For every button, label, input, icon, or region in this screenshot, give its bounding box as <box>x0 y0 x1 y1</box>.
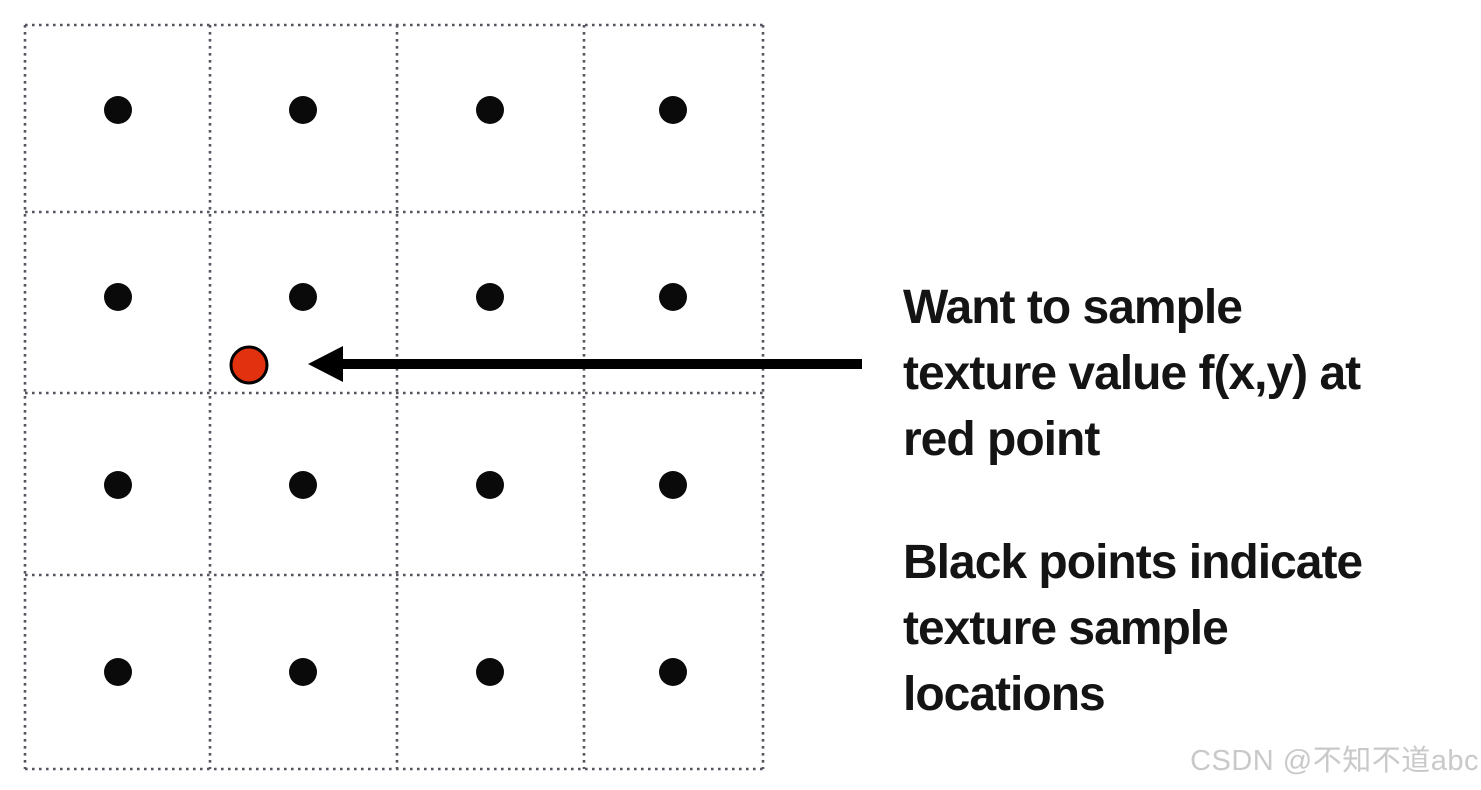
sample-point <box>289 471 317 499</box>
sample-point <box>659 471 687 499</box>
sample-point <box>659 283 687 311</box>
note-line: Want to sample <box>903 281 1243 334</box>
sample-point <box>476 96 504 124</box>
sample-point <box>289 658 317 686</box>
sample-point <box>104 96 132 124</box>
sample-point <box>659 96 687 124</box>
note-black-points: Black points indicate texture sample loc… <box>903 530 1363 728</box>
sample-point <box>476 471 504 499</box>
red-query-point <box>229 345 269 385</box>
sample-point <box>104 283 132 311</box>
sample-point <box>104 471 132 499</box>
sample-point <box>476 658 504 686</box>
note-line: texture value f(x,y) at <box>903 347 1361 400</box>
sample-point <box>289 283 317 311</box>
note-line: texture sample <box>903 602 1229 655</box>
sample-point <box>659 658 687 686</box>
sample-point <box>104 658 132 686</box>
sample-point <box>476 283 504 311</box>
note-line: red point <box>903 413 1100 466</box>
sample-point <box>289 96 317 124</box>
note-line: Black points indicate <box>903 536 1363 589</box>
note-line: locations <box>903 668 1106 721</box>
arrow-head <box>308 346 343 382</box>
csdn-watermark: CSDN @不知不道abc <box>1190 745 1479 777</box>
note-want-to-sample: Want to sample texture value f(x,y) at r… <box>903 275 1361 473</box>
